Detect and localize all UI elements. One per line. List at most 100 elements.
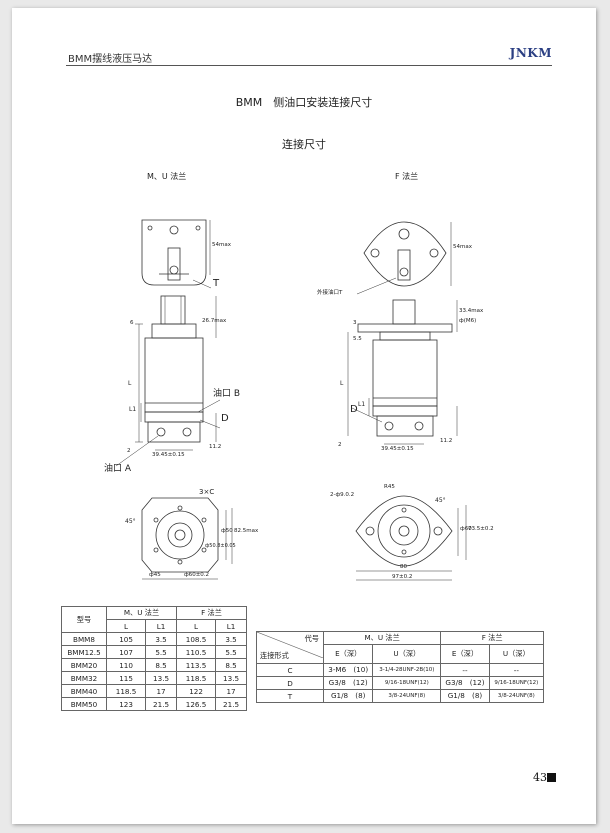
- cell-mu-l: 115: [105, 671, 147, 685]
- sub-l1-header: L1: [215, 619, 247, 633]
- cell-f-l1: 8.5: [215, 658, 247, 672]
- cell-type: T: [256, 689, 324, 703]
- dim-54-right: 54max: [453, 244, 472, 250]
- corner-bottom-label: 连接形式: [260, 651, 289, 660]
- cell-f-l: 110.5: [175, 645, 217, 659]
- sub-u-header: U（深）: [372, 644, 442, 664]
- header-series-title: BMM摆线液压马达: [68, 54, 153, 65]
- dim-26-7: 26.7max: [202, 318, 227, 324]
- sub-e-header: E（深）: [440, 644, 490, 664]
- port-a-label: 油口 A: [104, 464, 132, 474]
- f-motor-side-view: [347, 299, 458, 445]
- cell-mu-l: 107: [105, 645, 147, 659]
- d-label-right: D: [350, 404, 358, 415]
- dim-phi-50: ф50: [221, 528, 233, 534]
- cell-type: C: [256, 663, 324, 677]
- cell-f-l1: 3.5: [215, 632, 247, 646]
- dim-33-4: 33.4max: [459, 308, 484, 314]
- external-port-label: 外接油口T: [317, 290, 343, 296]
- cell-f-e: --: [440, 663, 490, 677]
- cell-f-u: --: [488, 663, 545, 677]
- dim-39-45-left: 39.45±0.15: [152, 452, 185, 458]
- cell-model: BMM20: [61, 658, 107, 672]
- dim-2-left: 2: [127, 448, 131, 454]
- group-f-header: F 法兰: [175, 606, 248, 620]
- cell-mu-l: 105: [105, 632, 147, 646]
- cell-mu-u: 3/8-24UNF(8): [372, 689, 442, 703]
- corner-top-label: 代号: [304, 634, 319, 643]
- f-flange-label: F 法兰: [395, 172, 419, 181]
- corner-diagonal: [257, 632, 323, 658]
- t-port-label: T: [213, 278, 220, 289]
- sub-u-header: U（深）: [488, 644, 545, 664]
- group-f-header: F 法兰: [440, 631, 544, 645]
- catalog-page: BMM摆线液压马达 JNKM BMM 侧油口安装连接尺寸 连接尺寸 M、U 法兰…: [12, 8, 596, 824]
- cell-mu-u: 9/16-18UNF(12): [372, 676, 442, 690]
- dim-82-5: 82.5max: [234, 528, 259, 534]
- cell-mu-e: G3/8 (12): [322, 676, 374, 690]
- group-mu-header: M、U 法兰: [106, 606, 177, 620]
- group-mu-header: M、U 法兰: [322, 631, 442, 645]
- mu-motor-side-view: [115, 279, 221, 467]
- cell-mu-l1: 17: [145, 684, 177, 698]
- cell-f-l: 118.5: [175, 671, 217, 685]
- l-label-right: L: [340, 380, 344, 387]
- col-model-header: 型号: [61, 606, 107, 633]
- dim-phi-50-8: ф50.8±0.05: [205, 543, 236, 549]
- dim-11-2-right: 11.2: [440, 438, 453, 444]
- cell-model: BMM50: [61, 697, 107, 711]
- cell-mu-l1: 5.5: [145, 645, 177, 659]
- cell-model: BMM8: [61, 632, 107, 646]
- corner-header: 代号 连接形式: [256, 631, 324, 664]
- page-number: 43: [533, 771, 547, 784]
- cell-f-l: 108.5: [175, 632, 217, 646]
- cell-mu-l: 118.5: [105, 684, 147, 698]
- dim-3xc: 3×C: [199, 488, 215, 496]
- dim-r45: R45: [384, 484, 395, 490]
- sub-l-header: L: [175, 619, 217, 633]
- cell-f-l1: 21.5: [215, 697, 247, 711]
- cell-mu-u: 3-1/4-28UNF-2B(10): [372, 663, 442, 677]
- mu-flange-label: M、U 法兰: [147, 172, 187, 181]
- dim-45-left: 45°: [125, 518, 136, 525]
- dim-80: 80: [400, 564, 407, 570]
- dim-2-phi-9: 2-ф9.0.2: [330, 492, 355, 498]
- dim-3: 3: [353, 320, 357, 326]
- mu-flange-bottom-view: [141, 497, 233, 580]
- cell-model: BMM32: [61, 671, 107, 685]
- cell-f-u: 3/8-24UNF(8): [488, 689, 545, 703]
- dim-6: 6: [130, 320, 134, 326]
- dim-phi-60: ф60±0.2: [184, 572, 210, 578]
- dim-45-right: 45°: [435, 497, 446, 504]
- cell-mu-e: 3-M6 (10): [322, 663, 374, 677]
- cell-model: BMM12.5: [61, 645, 107, 659]
- brand-logo: JNKM: [509, 46, 552, 60]
- sub-l-header: L: [105, 619, 147, 633]
- cell-mu-l1: 13.5: [145, 671, 177, 685]
- l1-label-right: L1: [358, 401, 366, 408]
- sub-l1-header: L1: [145, 619, 177, 633]
- section-title: 连接尺寸: [282, 138, 326, 151]
- cell-model: BMM40: [61, 684, 107, 698]
- cell-mu-l1: 3.5: [145, 632, 177, 646]
- cell-mu-l: 123: [105, 697, 147, 711]
- page-number-marker: [547, 773, 556, 782]
- f-flange-top-view: [356, 221, 452, 295]
- dim-phi-45: ф45: [149, 572, 161, 578]
- l1-label-left: L1: [129, 406, 137, 413]
- connection-type-table: 代号 连接形式 M、U 法兰 F 法兰 E（深） U（深） E（深） U（深） …: [256, 631, 545, 703]
- mu-flange-top-view: [141, 219, 211, 286]
- dim-m6: ф(M6): [459, 318, 477, 324]
- cell-f-l1: 17: [215, 684, 247, 698]
- cell-f-l1: 13.5: [215, 671, 247, 685]
- header-divider: [66, 65, 552, 66]
